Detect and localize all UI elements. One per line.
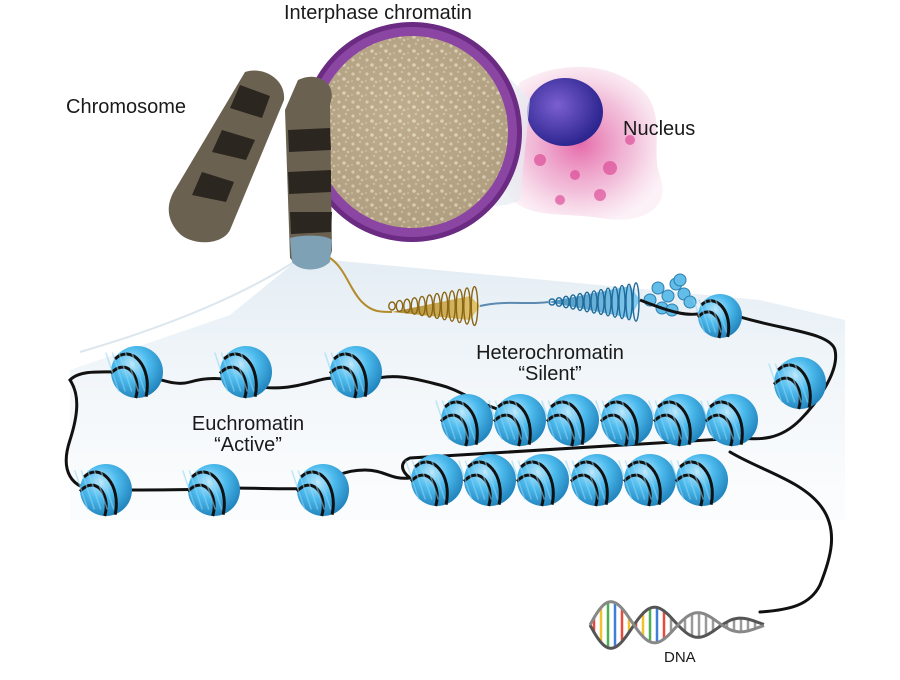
chromosome [168,70,332,270]
nucleus-core [527,78,603,146]
nucleosomes [74,294,826,517]
nucleosome [648,394,706,447]
nucleosome [458,454,516,507]
dna-strand-tail [728,450,834,614]
nucleosome [700,394,758,447]
label-interphase-chromatin: Interphase chromatin [284,2,472,24]
label-heterochromatin: Heterochromatin “Silent” [432,343,668,385]
nucleosome [565,454,623,507]
label-euchromatin-line2: “Active” [214,434,282,456]
nucleosome [488,394,546,447]
nucleosome [595,394,653,447]
nucleosome [324,346,382,399]
nucleus-cell [497,66,663,220]
dna-double-helix [588,600,765,650]
label-nucleus: Nucleus [623,118,696,140]
nucleosome [105,346,163,399]
label-dna: DNA [664,649,696,666]
nucleosome [541,394,599,447]
nucleosome [692,294,742,339]
nucleosome [214,346,272,399]
nucleosome [291,464,349,517]
thread [329,257,393,313]
nucleosome [618,454,676,507]
nucleosome [511,454,569,507]
nucleosome-cluster [643,273,697,317]
label-chromosome: Chromosome [66,96,187,118]
solenoid-fiber-gold [388,285,549,327]
label-heterochromatin-line2: “Silent” [518,363,582,385]
label-euchromatin-line1: Euchromatin [191,413,305,435]
label-heterochromatin-line1: Heterochromatin [476,342,624,364]
solenoid-fiber-blue [548,282,640,322]
nucleosome [670,454,728,507]
interphase-chromatin-sphere [302,22,522,242]
zoom-funnel-edge [79,257,301,353]
label-euchromatin: Euchromatin “Active” [148,414,348,456]
nucleosome [74,464,132,517]
nucleosome [435,394,493,447]
nucleosome [182,464,240,517]
nucleosome [405,454,463,507]
nucleosome [768,357,826,410]
